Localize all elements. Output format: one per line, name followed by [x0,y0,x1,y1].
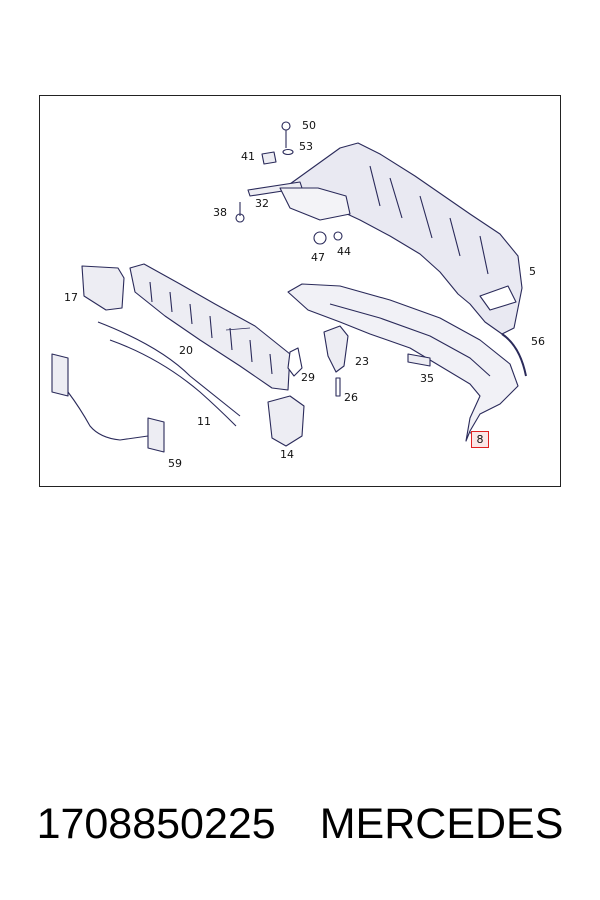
bracket-part-14 [267,395,305,447]
callout-47: 47 [311,251,325,264]
callout-41: 41 [241,150,255,163]
callout-50: 50 [302,119,316,132]
callout-14: 14 [280,448,294,461]
callout-20: 20 [179,344,193,357]
bumper-exploded-view [51,121,527,453]
bracket-part-17 [81,265,125,311]
callout-29: 29 [301,371,315,384]
bracket-part-29 [287,347,303,377]
callout-44: 44 [337,245,351,258]
callout-38: 38 [213,206,227,219]
callout-8-highlighted: 8 [471,431,489,448]
parts-diagram: 50 41 53 38 32 47 44 5 17 20 56 23 29 35… [39,95,561,487]
part-number: 1708850225 [36,800,276,848]
callout-56: 56 [531,335,545,348]
product-caption: 1708850225 MERCEDES [0,800,600,860]
callout-59: 59 [168,457,182,470]
impact-absorber-part-20 [129,263,291,391]
bracket-part-23 [323,325,349,373]
callout-32: 32 [255,197,269,210]
callout-17: 17 [64,291,78,304]
callout-26: 26 [344,391,358,404]
callout-23: 23 [355,355,369,368]
brand-name: MERCEDES [319,800,564,848]
callout-35: 35 [420,372,434,385]
bumper-cover-part-8 [287,283,519,442]
callout-11: 11 [197,415,211,428]
callout-5: 5 [529,265,536,278]
callout-53: 53 [299,140,313,153]
